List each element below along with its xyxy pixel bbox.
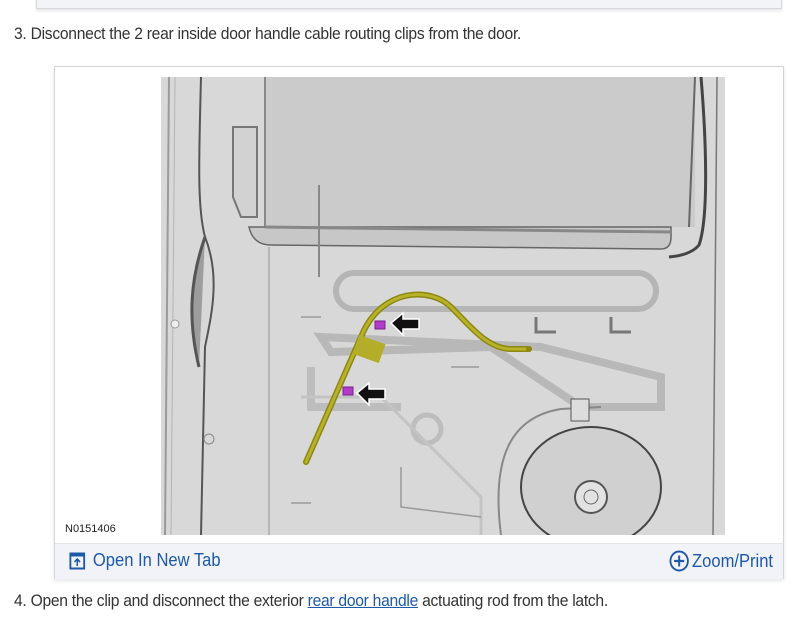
step-number: 4. bbox=[14, 591, 27, 610]
arrow-pointer bbox=[355, 311, 420, 407]
zoom-print-label: Zoom/Print bbox=[692, 550, 773, 571]
step-text-before: Open the clip and disconnect the exterio… bbox=[30, 591, 308, 610]
step-3: 3. Disconnect the 2 rear inside door han… bbox=[14, 24, 521, 44]
previous-figure-card bbox=[36, 0, 782, 9]
figure-label: N0151406 bbox=[65, 523, 116, 535]
step-text-after: actuating rod from the latch. bbox=[417, 591, 608, 610]
open-in-new-tab-label: Open In New Tab bbox=[92, 550, 221, 570]
plus-circle-icon bbox=[669, 550, 689, 572]
step-4: 4. Open the clip and disconnect the exte… bbox=[14, 591, 608, 611]
zoom-print-link[interactable]: Zoom/Print bbox=[669, 550, 773, 572]
open-in-new-tab-link[interactable]: Open In New Tab bbox=[69, 550, 221, 571]
step-text: Disconnect the 2 rear inside door handle… bbox=[30, 24, 522, 43]
rear-door-handle-link[interactable]: rear door handle bbox=[307, 591, 419, 610]
door-diagram-image bbox=[161, 77, 725, 535]
figure-card: N0151406 Open In New Tab Zoom/Print bbox=[54, 66, 784, 579]
step-number: 3. bbox=[14, 24, 27, 43]
figure-footer: Open In New Tab Zoom/Print bbox=[55, 543, 783, 579]
open-new-tab-icon bbox=[69, 552, 86, 570]
door-diagram-drawing bbox=[161, 77, 725, 535]
